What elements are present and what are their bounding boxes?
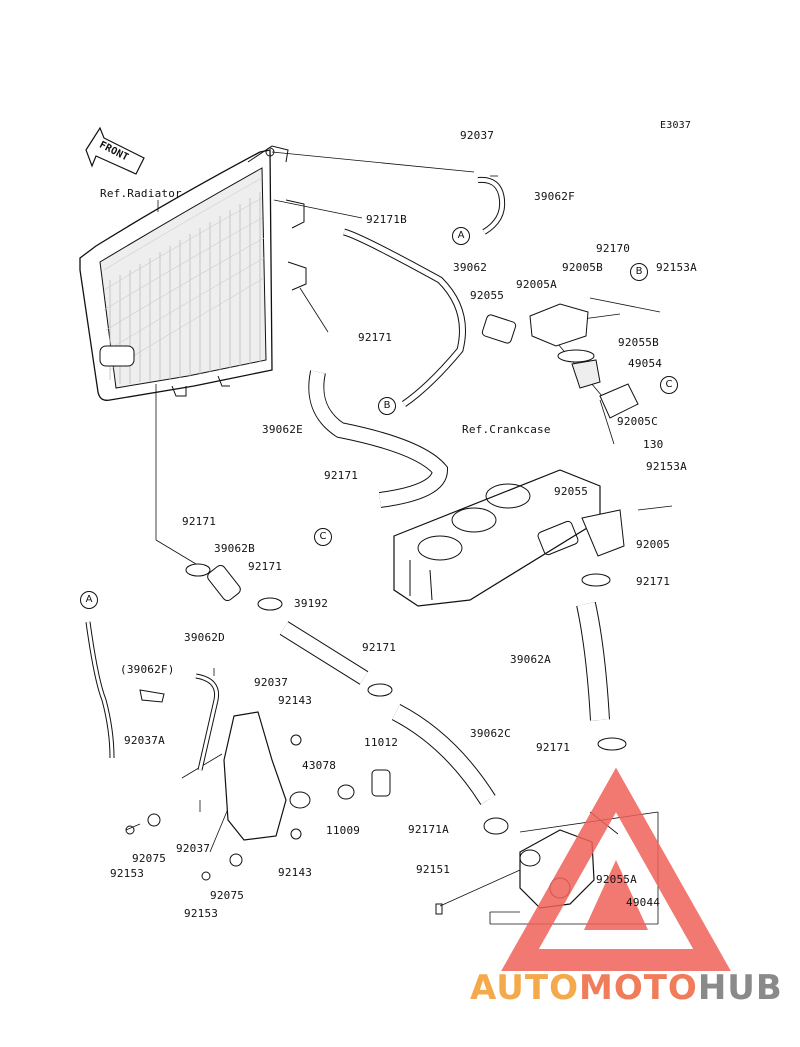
part-label: 92005 bbox=[636, 538, 671, 551]
part-label: 130 bbox=[643, 438, 664, 451]
part-label: 92055 bbox=[470, 289, 505, 302]
part-label: 92153A bbox=[656, 261, 697, 274]
part-label: 92171B bbox=[366, 213, 407, 226]
part-label: 92055B bbox=[618, 336, 659, 349]
watermark-part-1: AUTO bbox=[470, 968, 579, 1008]
part-label: 92153A bbox=[646, 460, 687, 473]
part-label: (39062F) bbox=[120, 663, 175, 676]
crankcase bbox=[393, 469, 601, 607]
connector-a-marker: A bbox=[80, 591, 98, 609]
connector-b-marker: B bbox=[378, 397, 396, 415]
part-label: 92171 bbox=[636, 575, 671, 588]
part-label: 11012 bbox=[364, 736, 399, 749]
part-label: 92171 bbox=[324, 469, 359, 482]
part-label: 92037 bbox=[254, 676, 289, 689]
part-label: 39062 bbox=[453, 261, 488, 274]
part-label: 49044 bbox=[626, 896, 661, 909]
part-label: 92171 bbox=[182, 515, 217, 528]
part-label: 92075 bbox=[210, 889, 245, 902]
part-label: 92037A bbox=[124, 734, 165, 747]
connector-b-marker: B bbox=[630, 263, 648, 281]
radiator bbox=[79, 145, 307, 401]
part-label: 43078 bbox=[302, 759, 337, 772]
part-label: 39062A bbox=[510, 653, 551, 666]
part-label: 92143 bbox=[278, 866, 313, 879]
part-label: 11009 bbox=[326, 824, 361, 837]
watermark-part-2: MOTO bbox=[578, 968, 698, 1008]
part-label: 92171 bbox=[358, 331, 393, 344]
part-label: 92037 bbox=[460, 129, 495, 142]
part-label: 92171A bbox=[408, 823, 449, 836]
ref-radiator-label: Ref.Radiator bbox=[100, 187, 182, 200]
part-label: 92151 bbox=[416, 863, 451, 876]
part-label: 92075 bbox=[132, 852, 167, 865]
part-label: 39192 bbox=[294, 597, 329, 610]
part-label: 92005C bbox=[617, 415, 658, 428]
watermark-part-3: HUB bbox=[697, 968, 783, 1008]
part-label: 92055 bbox=[554, 485, 589, 498]
part-label: 92153 bbox=[184, 907, 219, 920]
connector-a-marker: A bbox=[452, 227, 470, 245]
part-label: 92170 bbox=[596, 242, 631, 255]
front-arrow-icon bbox=[85, 126, 145, 175]
part-label: 39062B bbox=[214, 542, 255, 555]
part-label: 92005A bbox=[516, 278, 557, 291]
connector-c-marker: C bbox=[660, 376, 678, 394]
part-label: 39062C bbox=[470, 727, 511, 740]
part-label: 92005B bbox=[562, 261, 603, 274]
part-label: 92171 bbox=[536, 741, 571, 754]
part-label: 92037 bbox=[176, 842, 211, 855]
part-label: 92171 bbox=[362, 641, 397, 654]
part-label: 92055A bbox=[596, 873, 637, 886]
reserve-tank bbox=[223, 711, 311, 841]
part-label: 39062F bbox=[534, 190, 575, 203]
part-label: 49054 bbox=[628, 357, 663, 370]
watermark-logo bbox=[501, 767, 731, 971]
diagram-code: E3037 bbox=[660, 120, 692, 131]
part-label: 39062E bbox=[262, 423, 303, 436]
part-label: 92153 bbox=[110, 867, 145, 880]
part-label: 92171 bbox=[248, 560, 283, 573]
part-label: 92143 bbox=[278, 694, 313, 707]
connector-c-marker: C bbox=[314, 528, 332, 546]
ref-crankcase-label: Ref.Crankcase bbox=[462, 423, 551, 436]
watermark-text: AUTOMOTOHUB bbox=[470, 968, 783, 1008]
part-label: 39062D bbox=[184, 631, 225, 644]
